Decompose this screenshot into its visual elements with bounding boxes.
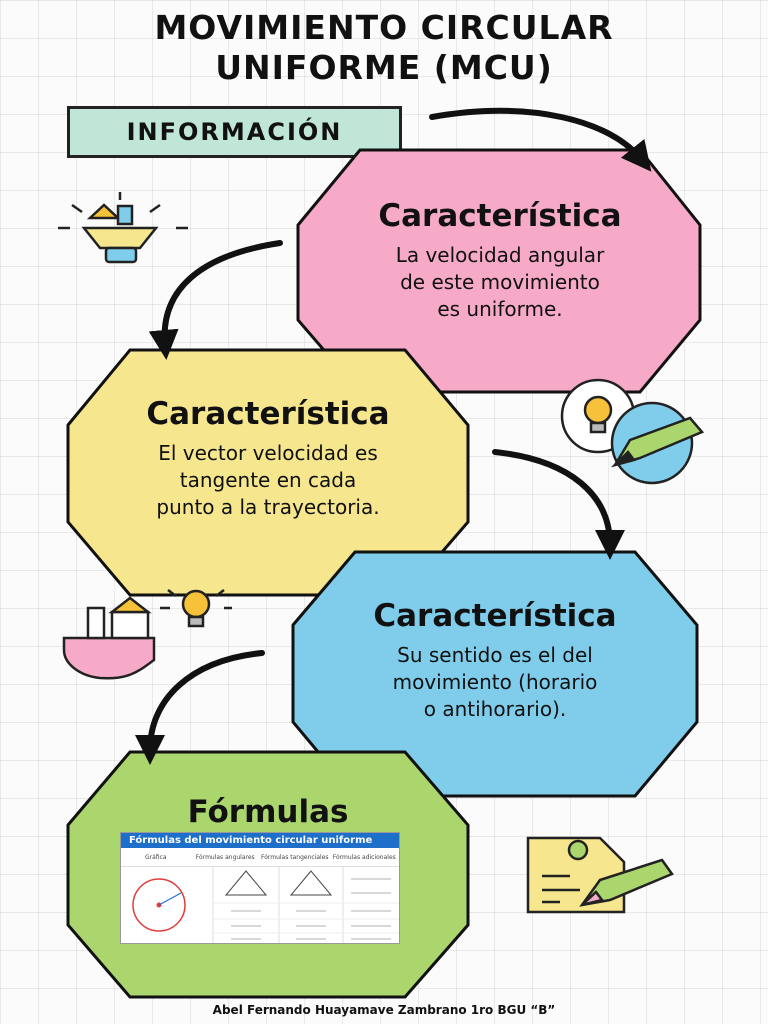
card-2-line-1: El vector velocidad es [158, 441, 378, 465]
pencil-cup-lightbulb-icon [62, 589, 232, 680]
card-2-title: Característica [146, 396, 390, 432]
card-4-content: Fórmulas [78, 792, 458, 838]
card-3-line-1: Su sentido es el del [397, 643, 593, 667]
title-line-2: UNIFORME (MCU) [215, 48, 553, 87]
idea-pencil-cup-icon [58, 192, 188, 264]
footer-author: Abel Fernando Huayamave Zambrano 1ro BGU… [212, 1003, 556, 1017]
lightbulb-pencil-icon [560, 378, 705, 485]
card-2-content: Característica El vector velocidad es ta… [78, 394, 458, 521]
title-line-1: MOVIMIENTO CIRCULAR [154, 8, 614, 47]
card-2-line-3: punto a la trayectoria. [156, 495, 380, 519]
hexagon-card-2 [66, 348, 470, 597]
arrow-card3-to-card4 [135, 650, 265, 765]
formula-table-heading: Fórmulas del movimiento circular uniform… [121, 833, 399, 848]
formula-col-1: Gráfica [144, 853, 167, 861]
hexagon-card-3 [291, 550, 699, 798]
card-1-line-2: de este movimiento [400, 270, 600, 294]
formula-table-columns: Gráfica Fórmulas angulares Fórmulas tang… [121, 848, 399, 867]
document-pencil-icon [526, 836, 674, 914]
formula-col-4: Fórmulas adicionales [332, 853, 396, 861]
card-3-content: Característica Su sentido es el del movi… [305, 596, 685, 723]
card-3-line-2: movimiento (horario [392, 670, 598, 694]
page-title: MOVIMIENTO CIRCULAR UNIFORME (MCU) [0, 8, 768, 88]
info-label-box: INFORMACIÓN [67, 106, 402, 158]
card-2-line-2: tangente en cada [179, 468, 357, 492]
info-label: INFORMACIÓN [126, 118, 343, 146]
card-3-line-3: o antihorario). [423, 697, 567, 721]
arrow-card1-to-card2 [148, 240, 283, 360]
hexagon-card-1 [296, 148, 702, 394]
formula-col-2: Fórmulas angulares [195, 853, 255, 861]
card-3-title: Característica [373, 598, 617, 634]
card-1-title: Característica [378, 198, 622, 234]
arrow-info-to-card1 [429, 107, 652, 172]
formula-table-graphic [132, 867, 399, 943]
formula-table-image: Fórmulas del movimiento circular uniform… [120, 832, 400, 944]
formula-col-3: Fórmulas tangenciales [260, 853, 329, 861]
card-1-content: Característica La velocidad angular de e… [310, 196, 690, 323]
card-1-line-1: La velocidad angular [395, 243, 605, 267]
card-4-title: Fórmulas [187, 794, 349, 830]
arrow-card2-to-card3 [492, 449, 625, 560]
card-1-line-3: es uniforme. [437, 297, 563, 321]
